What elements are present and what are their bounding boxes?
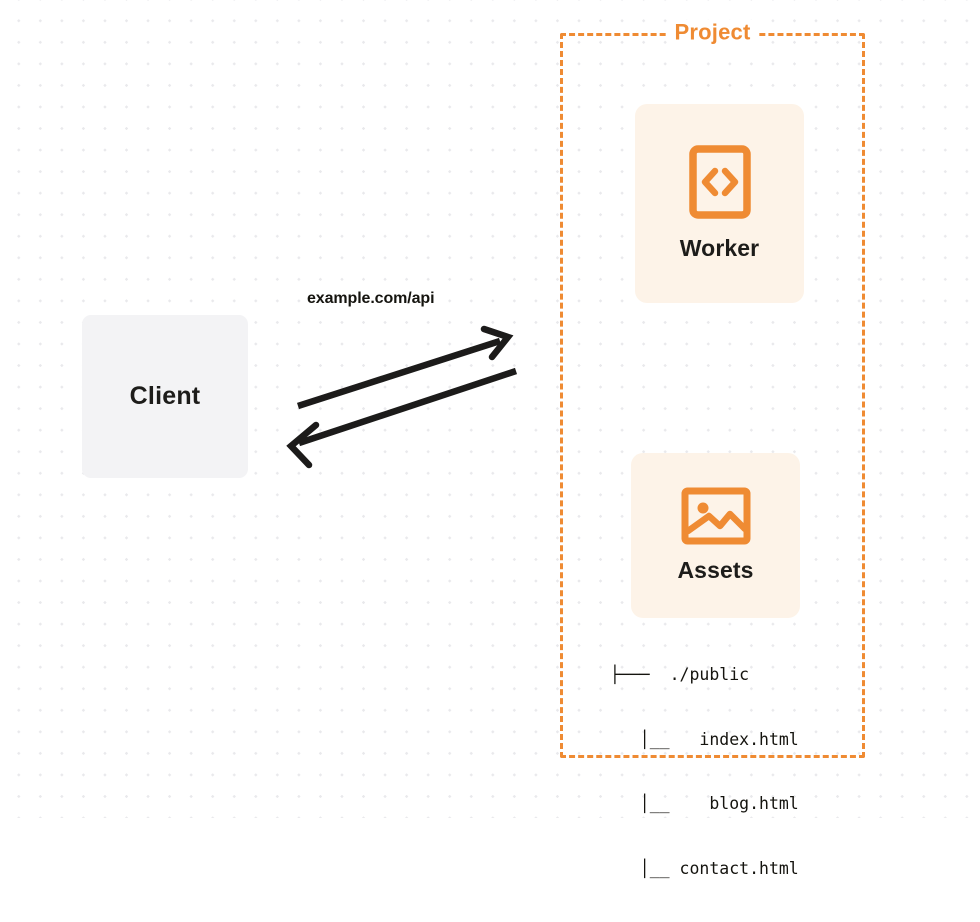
request-url-label: example.com/api [307, 290, 435, 307]
code-brackets-icon [688, 145, 751, 219]
tree-row: │__ contact.html [610, 858, 799, 878]
tree-row: │__ index.html [610, 729, 799, 749]
worker-card-label: Worker [679, 235, 760, 261]
worker-card[interactable]: Worker [635, 104, 804, 303]
response-arrow [286, 367, 518, 469]
assets-card-label: Assets [677, 557, 754, 583]
project-container: Project Worker Assets ├─── ./public │__ … [560, 19, 865, 878]
image-picture-icon [681, 487, 750, 545]
request-arrow [297, 325, 514, 410]
tree-row: ├─── ./public [610, 665, 750, 684]
client-node[interactable]: Client [82, 315, 248, 478]
tree-row: │__ blog.html [610, 794, 799, 813]
diagram-canvas: Client example.com/api Project Worker [0, 0, 980, 878]
client-label: Client [129, 382, 201, 410]
project-title: Project [667, 19, 758, 46]
assets-file-tree: ├─── ./public │__ index.html │__ blog.ht… [610, 621, 799, 922]
assets-card[interactable]: Assets [631, 453, 800, 618]
